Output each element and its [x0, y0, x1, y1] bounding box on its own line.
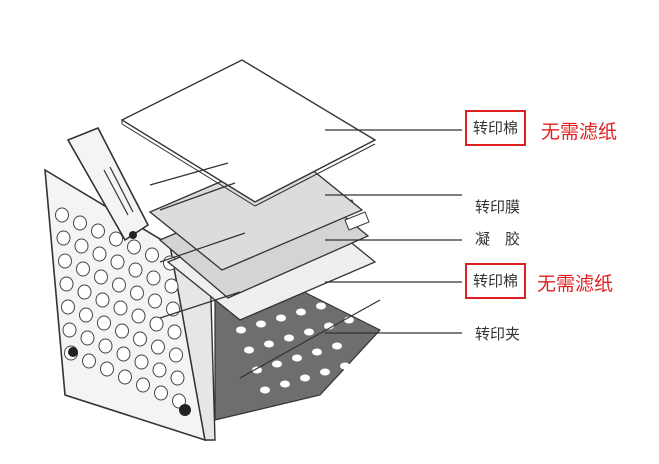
front-hole: [112, 277, 126, 293]
front-hole: [115, 323, 129, 339]
back-hole: [256, 320, 266, 328]
cassette-latch-arm: [66, 126, 150, 242]
back-hole: [244, 346, 254, 354]
front-hole: [154, 385, 168, 401]
label-gel: 凝 胶: [475, 230, 521, 248]
back-hole: [336, 296, 346, 304]
front-hole: [77, 284, 92, 300]
back-hole: [332, 342, 342, 350]
front-hole: [80, 330, 95, 346]
front-hole: [76, 261, 90, 277]
front-hole: [136, 377, 150, 393]
front-hole: [95, 292, 110, 308]
front-hole: [61, 299, 75, 315]
top-pad-layer: [120, 59, 377, 203]
label-top-pad: 转印棉: [465, 110, 527, 146]
front-hole: [55, 207, 69, 223]
front-hole: [146, 270, 161, 286]
front-hole: [58, 253, 72, 269]
front-hole: [73, 215, 87, 231]
front-hole: [116, 346, 131, 362]
front-hole: [172, 393, 186, 409]
back-hole: [304, 328, 314, 336]
front-hole: [113, 300, 128, 316]
note-no-filter-top: 无需滤纸: [541, 121, 618, 143]
front-hole: [56, 230, 71, 246]
back-hole: [252, 366, 262, 374]
front-hole: [169, 347, 183, 363]
front-hole: [131, 308, 146, 324]
leader-lines: [149, 129, 462, 379]
back-hole: [340, 362, 350, 370]
front-hole: [97, 315, 111, 331]
back-hole: [284, 334, 294, 342]
back-hole: [296, 308, 306, 316]
front-hole: [98, 338, 113, 354]
front-hole: [74, 238, 89, 254]
front-hole: [148, 293, 162, 309]
back-hole: [324, 322, 334, 330]
back-hole: [236, 326, 246, 334]
back-hole: [264, 340, 274, 348]
front-hole: [151, 339, 165, 355]
front-hole: [134, 354, 149, 370]
front-hole: [59, 276, 74, 292]
front-hole: [91, 223, 105, 239]
front-hole: [79, 307, 93, 323]
label-bottom-pad: 转印棉: [465, 263, 527, 299]
front-hole: [128, 262, 143, 278]
front-hole: [164, 278, 179, 294]
back-hole: [316, 302, 326, 310]
front-hole: [94, 269, 108, 285]
front-hole: [118, 369, 132, 385]
back-hole: [280, 380, 290, 388]
front-hole: [133, 331, 147, 347]
front-hole: [100, 361, 114, 377]
front-hole: [130, 285, 144, 301]
front-hole: [152, 362, 167, 378]
front-hole: [149, 316, 164, 332]
front-hole: [92, 246, 107, 262]
label-cassette: 转印夹: [475, 325, 521, 343]
front-hole: [167, 324, 182, 340]
back-hole: [312, 348, 322, 356]
back-hole: [260, 386, 270, 394]
front-hole: [127, 239, 141, 255]
front-hole: [170, 370, 185, 386]
front-hole: [145, 247, 159, 263]
back-hole: [300, 374, 310, 382]
back-hole: [292, 354, 302, 362]
back-hole: [276, 314, 286, 322]
front-hole: [110, 254, 125, 270]
front-hole: [62, 322, 77, 338]
back-hole: [320, 368, 330, 376]
front-hole: [82, 353, 96, 369]
note-no-filter-bottom: 无需滤纸: [537, 273, 614, 295]
front-hole: [109, 231, 123, 247]
label-membrane: 转印膜: [475, 198, 521, 216]
back-hole: [272, 360, 282, 368]
